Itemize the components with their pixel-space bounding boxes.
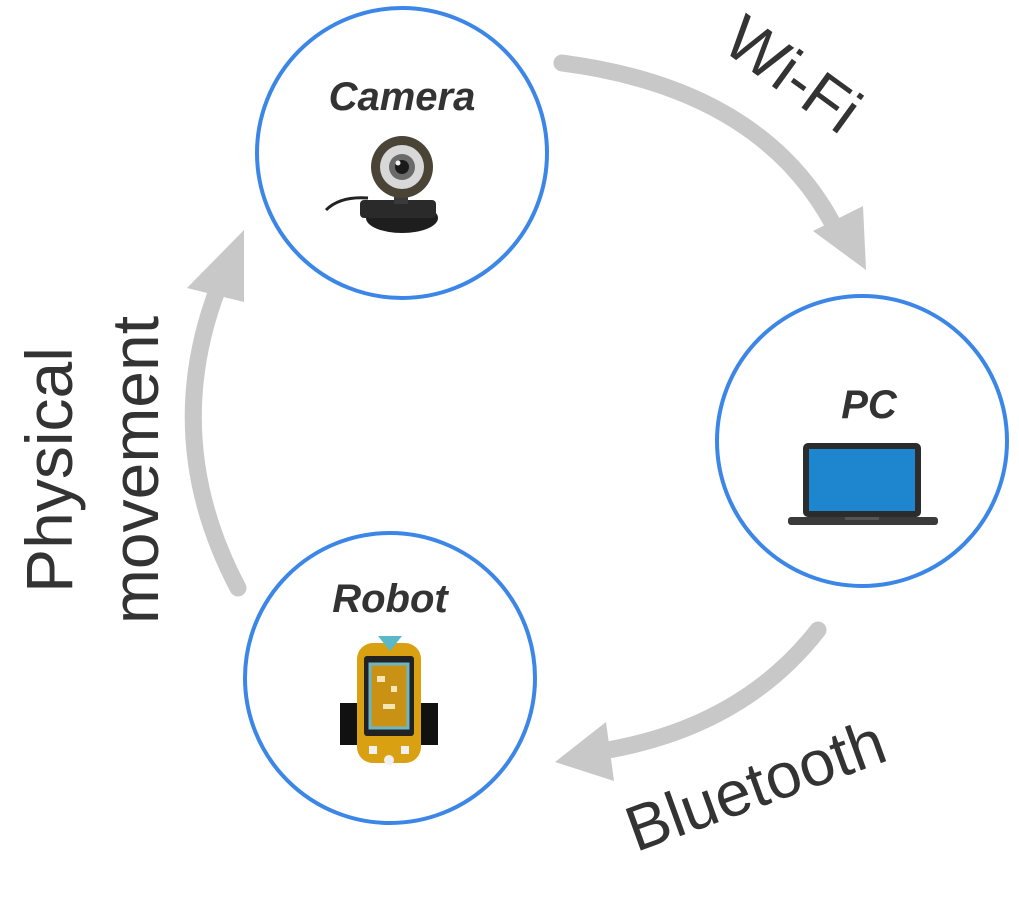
arrow-wifi [553, 54, 866, 270]
camera-label: Camera [329, 75, 476, 119]
robot-node: Robot [243, 531, 537, 825]
robot-label: Robot [332, 577, 449, 621]
physical-movement-line2: movement [98, 316, 172, 624]
arrow-bluetooth [555, 621, 827, 781]
camera-node: Camera [255, 6, 549, 300]
webcam-icon [324, 136, 438, 233]
physical-movement-label: Physical movement [12, 316, 172, 624]
pc-label: PC [841, 383, 898, 427]
arrow-physical-movement [184, 230, 247, 597]
laptop-icon [788, 443, 938, 525]
pc-node: PC [715, 294, 1009, 588]
robot-icon [340, 636, 438, 765]
physical-movement-line1: Physical [12, 347, 86, 593]
